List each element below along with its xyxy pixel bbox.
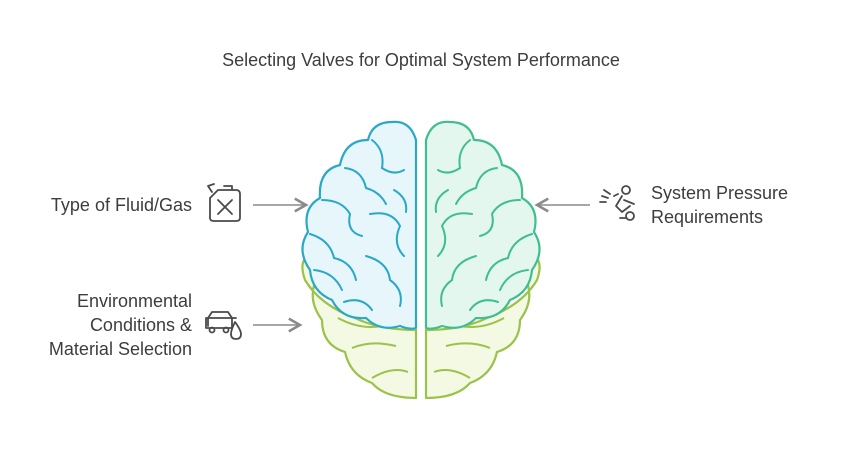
environmental-label: Environmental Conditions & Material Sele… [48,291,192,359]
fluid-type-label: Type of Fluid/Gas [50,195,192,215]
right-hemisphere [424,120,541,330]
pressure-worker-icon [599,185,635,221]
left-hemisphere [301,120,418,330]
fuel-can-icon [207,183,241,222]
pressure-label: System Pressure Requirements [651,183,789,227]
car-oil-drop-icon [205,311,242,340]
diagram-title: Selecting Valves for Optimal System Perf… [222,50,620,70]
